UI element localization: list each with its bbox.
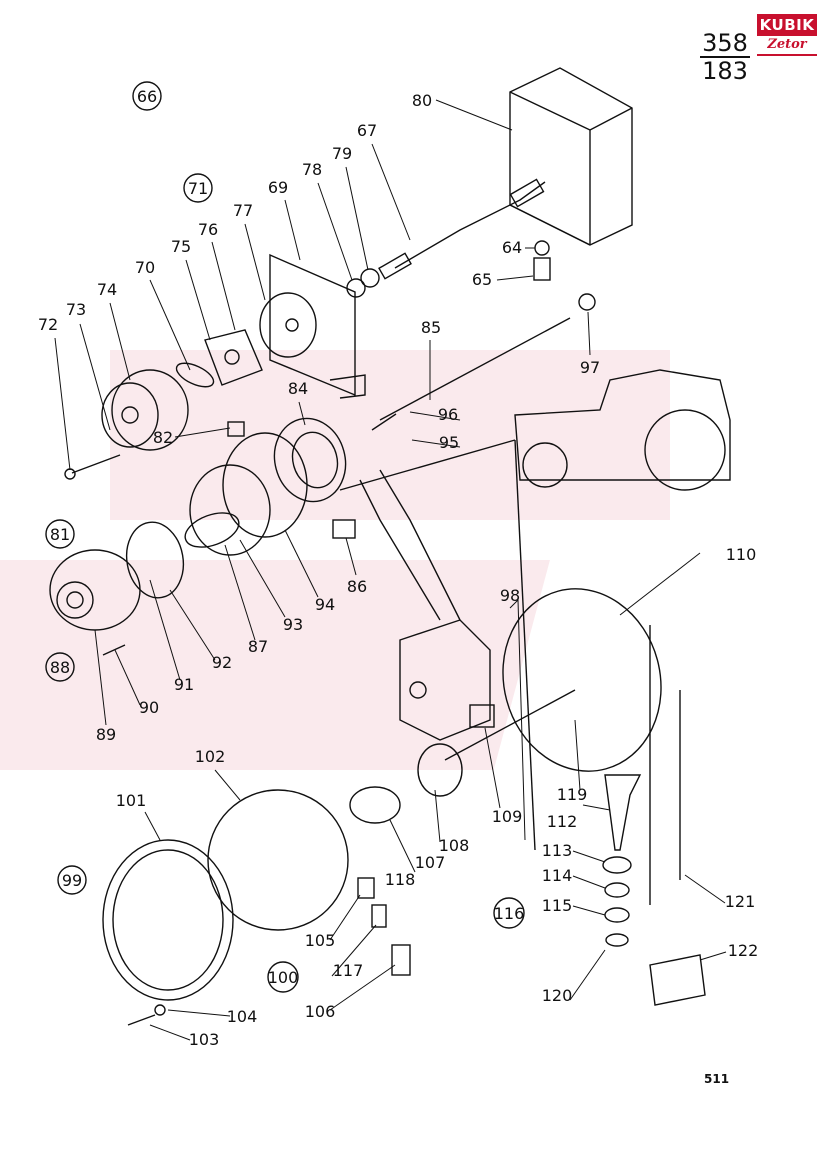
group-label: 66 xyxy=(137,87,157,106)
part-label: 64 xyxy=(502,238,522,257)
footer-code: 511 xyxy=(704,1072,730,1086)
part-label: 85 xyxy=(421,318,441,337)
part-label: 97 xyxy=(580,358,600,377)
part-label: 106 xyxy=(305,1002,336,1021)
headlamp-rim-101 xyxy=(102,839,234,1001)
part-label: 90 xyxy=(139,698,159,717)
part-labels: 64 65 67 69 70 72 73 74 75 76 77 78 79 8… xyxy=(38,91,758,1049)
part-label: 105 xyxy=(305,931,336,950)
part-label: 108 xyxy=(439,836,470,855)
group-label: 116 xyxy=(494,904,525,923)
part-label: 122 xyxy=(728,941,759,960)
part-label: 78 xyxy=(302,160,322,179)
part-label: 91 xyxy=(174,675,194,694)
group-labels: 66 71 81 88 99 100 116 xyxy=(50,87,524,987)
part-label: 112 xyxy=(547,812,578,831)
brand-logo: KUBIK Zetor xyxy=(757,14,817,58)
part-label: 86 xyxy=(347,577,367,596)
part-label: 119 xyxy=(557,785,588,804)
group-label: 71 xyxy=(188,179,208,198)
group-label: 88 xyxy=(50,658,70,677)
part-label: 107 xyxy=(415,853,446,872)
part-label: 120 xyxy=(542,986,573,1005)
part-label: 84 xyxy=(288,379,308,398)
part-label: 79 xyxy=(332,144,352,163)
part-label: 92 xyxy=(212,653,232,672)
tractor-sketch xyxy=(514,369,731,491)
part-label: 110 xyxy=(726,545,757,564)
part-label: 109 xyxy=(492,807,523,826)
part-label: 80 xyxy=(412,91,432,110)
headlamp-housing-110 xyxy=(502,588,662,772)
part-label: 103 xyxy=(189,1030,220,1049)
watermark xyxy=(0,350,670,770)
group-label: 100 xyxy=(268,968,299,987)
page-number-bottom: 183 xyxy=(700,56,750,84)
part-label: 95 xyxy=(439,433,459,452)
part-label: 70 xyxy=(135,258,155,277)
part-label: 96 xyxy=(438,405,458,424)
part-label: 74 xyxy=(97,280,117,299)
part-label: 121 xyxy=(725,892,756,911)
logo-top-text: KUBIK xyxy=(757,14,817,36)
part-label: 115 xyxy=(542,896,573,915)
part-label: 118 xyxy=(385,870,416,889)
part-label: 82 xyxy=(153,428,173,447)
part-label: 65 xyxy=(472,270,492,289)
part-label: 67 xyxy=(357,121,377,140)
part-label: 73 xyxy=(66,300,86,319)
part-label: 69 xyxy=(268,178,288,197)
part-label: 104 xyxy=(227,1007,258,1026)
part-label: 77 xyxy=(233,201,253,220)
part-label: 114 xyxy=(542,866,573,885)
part-label: 102 xyxy=(195,747,226,766)
part-label: 72 xyxy=(38,315,58,334)
group-label: 99 xyxy=(62,871,82,890)
group-label: 81 xyxy=(50,525,70,544)
part-label: 101 xyxy=(116,791,147,810)
bracket-69 xyxy=(269,253,356,397)
part-label: 113 xyxy=(542,841,573,860)
part-label: 89 xyxy=(96,725,116,744)
part-label: 76 xyxy=(198,220,218,239)
part-label: 75 xyxy=(171,237,191,256)
page-number-top: 358 xyxy=(702,29,748,57)
lamp-socket-77 xyxy=(259,292,317,358)
cable-67 xyxy=(394,181,546,269)
side-lamp-74 xyxy=(111,369,189,451)
part-label: 98 xyxy=(500,586,520,605)
part-label: 93 xyxy=(283,615,303,634)
page-number: 358 183 xyxy=(700,30,750,84)
part-label: 87 xyxy=(248,637,268,656)
logo-bottom-text: Zetor xyxy=(757,36,817,56)
relay-cover-80 xyxy=(509,67,633,246)
reflector-102 xyxy=(207,789,349,931)
part-label: 94 xyxy=(315,595,335,614)
